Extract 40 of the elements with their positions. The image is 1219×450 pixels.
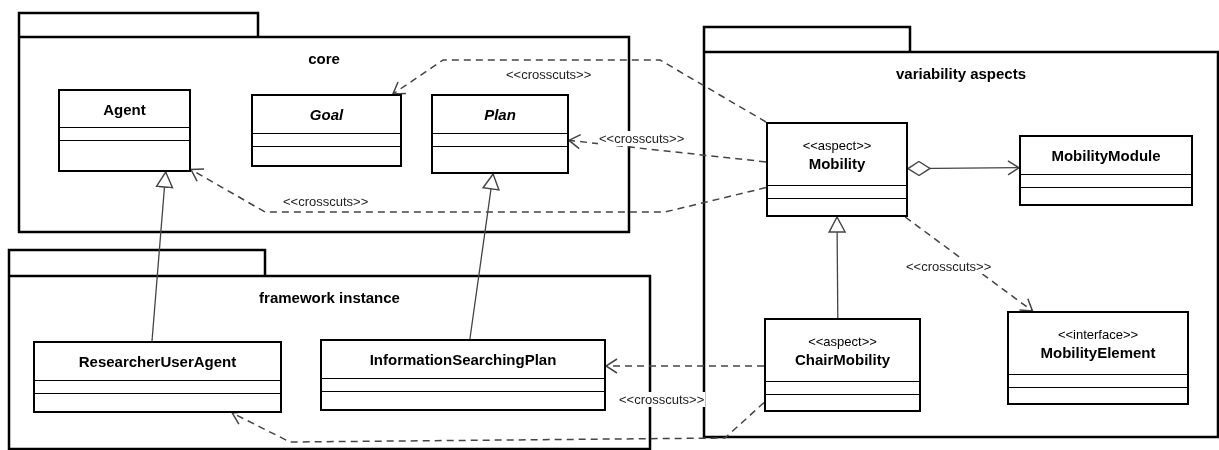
class-name: Mobility: [808, 153, 866, 173]
class-box: [320, 339, 606, 411]
class-box: [1019, 135, 1193, 206]
class-name: ChairMobility: [795, 349, 890, 369]
package-name: core: [308, 50, 340, 67]
edge-label: <<crosscuts>>: [505, 67, 593, 82]
class-name: Agent: [103, 99, 146, 119]
generalization-arrow: [151, 171, 174, 342]
edge-label: <<crosscuts>>: [282, 194, 370, 209]
class-name: InformationSearchingPlan: [369, 350, 557, 369]
class-name: ResearcherUserAgent: [78, 352, 237, 371]
package-frame: [703, 26, 1219, 438]
dependency-arrow: [568, 133, 767, 163]
stereotype-label: <<interface>>: [1057, 325, 1139, 343]
dependency-arrow: [231, 401, 765, 443]
package-name: framework instance: [259, 289, 400, 306]
class-name: MobilityElement: [1040, 342, 1156, 362]
class-name: Goal: [309, 105, 344, 124]
class-name: Plan: [484, 105, 516, 124]
dependency-arrow: [190, 168, 767, 213]
generalization-arrow: [828, 216, 846, 319]
generalization-arrow: [469, 173, 500, 340]
edge-label: <<crosscuts>>: [905, 259, 993, 274]
dependency-arrow: [392, 59, 767, 123]
package-name: variability aspects: [895, 65, 1027, 82]
class-box: [764, 318, 921, 412]
class-box: [431, 94, 569, 174]
edge-label: <<crosscuts>>: [598, 131, 686, 146]
dependency-arrow: [904, 216, 1034, 312]
stereotype-label: <<aspect>>: [802, 136, 872, 154]
class-box: [1007, 311, 1189, 405]
class-name: MobilityModule: [1051, 146, 1161, 165]
class-box: [33, 341, 282, 413]
aggregation-arrow: [907, 160, 1020, 177]
class-box: [766, 122, 908, 217]
edge-label: <<crosscuts>>: [618, 392, 706, 407]
dependency-arrow: [605, 358, 765, 374]
stereotype-label: <<aspect>>: [808, 332, 877, 350]
class-box: [251, 94, 402, 167]
class-box: [58, 89, 191, 172]
